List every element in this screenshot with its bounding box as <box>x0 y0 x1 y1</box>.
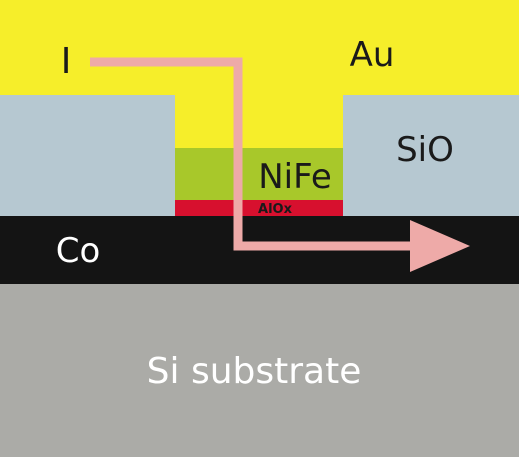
si-substrate-label: Si substrate <box>147 351 362 392</box>
sio-left-block <box>0 95 175 216</box>
current-arrow-head <box>410 220 470 272</box>
sio-label: SiO <box>396 130 454 170</box>
sio-right-block <box>343 95 519 216</box>
nife-layer <box>175 148 343 200</box>
co-label: Co <box>56 231 101 271</box>
alox-label: AlOx <box>258 202 293 217</box>
si-substrate-layer <box>0 284 519 457</box>
current-label: I <box>61 41 72 82</box>
alox-layer <box>175 200 343 216</box>
current-path-line <box>90 57 420 251</box>
nife-label: NiFe <box>258 157 332 197</box>
au-label: Au <box>350 35 395 75</box>
